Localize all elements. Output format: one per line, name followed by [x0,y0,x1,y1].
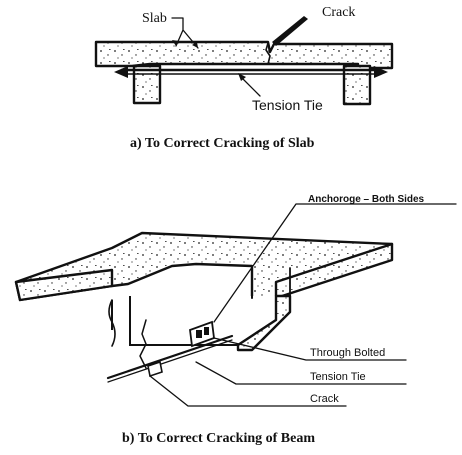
tie-arrow-left [114,66,128,78]
label-crack-a: Crack [322,5,355,20]
caption-a: a) To Correct Cracking of Slab [130,136,315,151]
tie-arrow-right [374,66,388,78]
beam-soffit [236,294,292,352]
tension-tie-leader-b [195,361,407,385]
label-through-bolted: Through Bolted [310,347,385,359]
crack-anchor [147,360,163,378]
label-tension-tie-b: Tension Tie [310,371,366,383]
tension-tie-b [106,334,234,380]
label-anchorage: Anchoroge – Both Sides [308,194,425,205]
left-support [132,64,162,105]
crack-pointer [272,16,308,46]
label-slab: Slab [142,11,167,26]
label-crack-b: Crack [310,393,339,405]
anchorage-leader [213,203,457,323]
tension-tie-leader [239,75,261,97]
caption-b: b) To Correct Cracking of Beam [122,431,315,446]
label-tension-tie-a: Tension Tie [252,97,323,113]
slab-crack [265,42,271,65]
right-support [342,64,372,106]
through-bolted-leader [213,337,407,361]
figure-a: Slab Crack Tension Tie a) To Correct Cra… [94,5,394,151]
crack-leader-b [149,375,347,407]
slab-a [94,40,394,70]
figure-b: Anchoroge – Both Sides Through Bolted Te… [14,194,457,446]
beam-crack [139,319,147,369]
slab-b-edge [14,268,114,302]
